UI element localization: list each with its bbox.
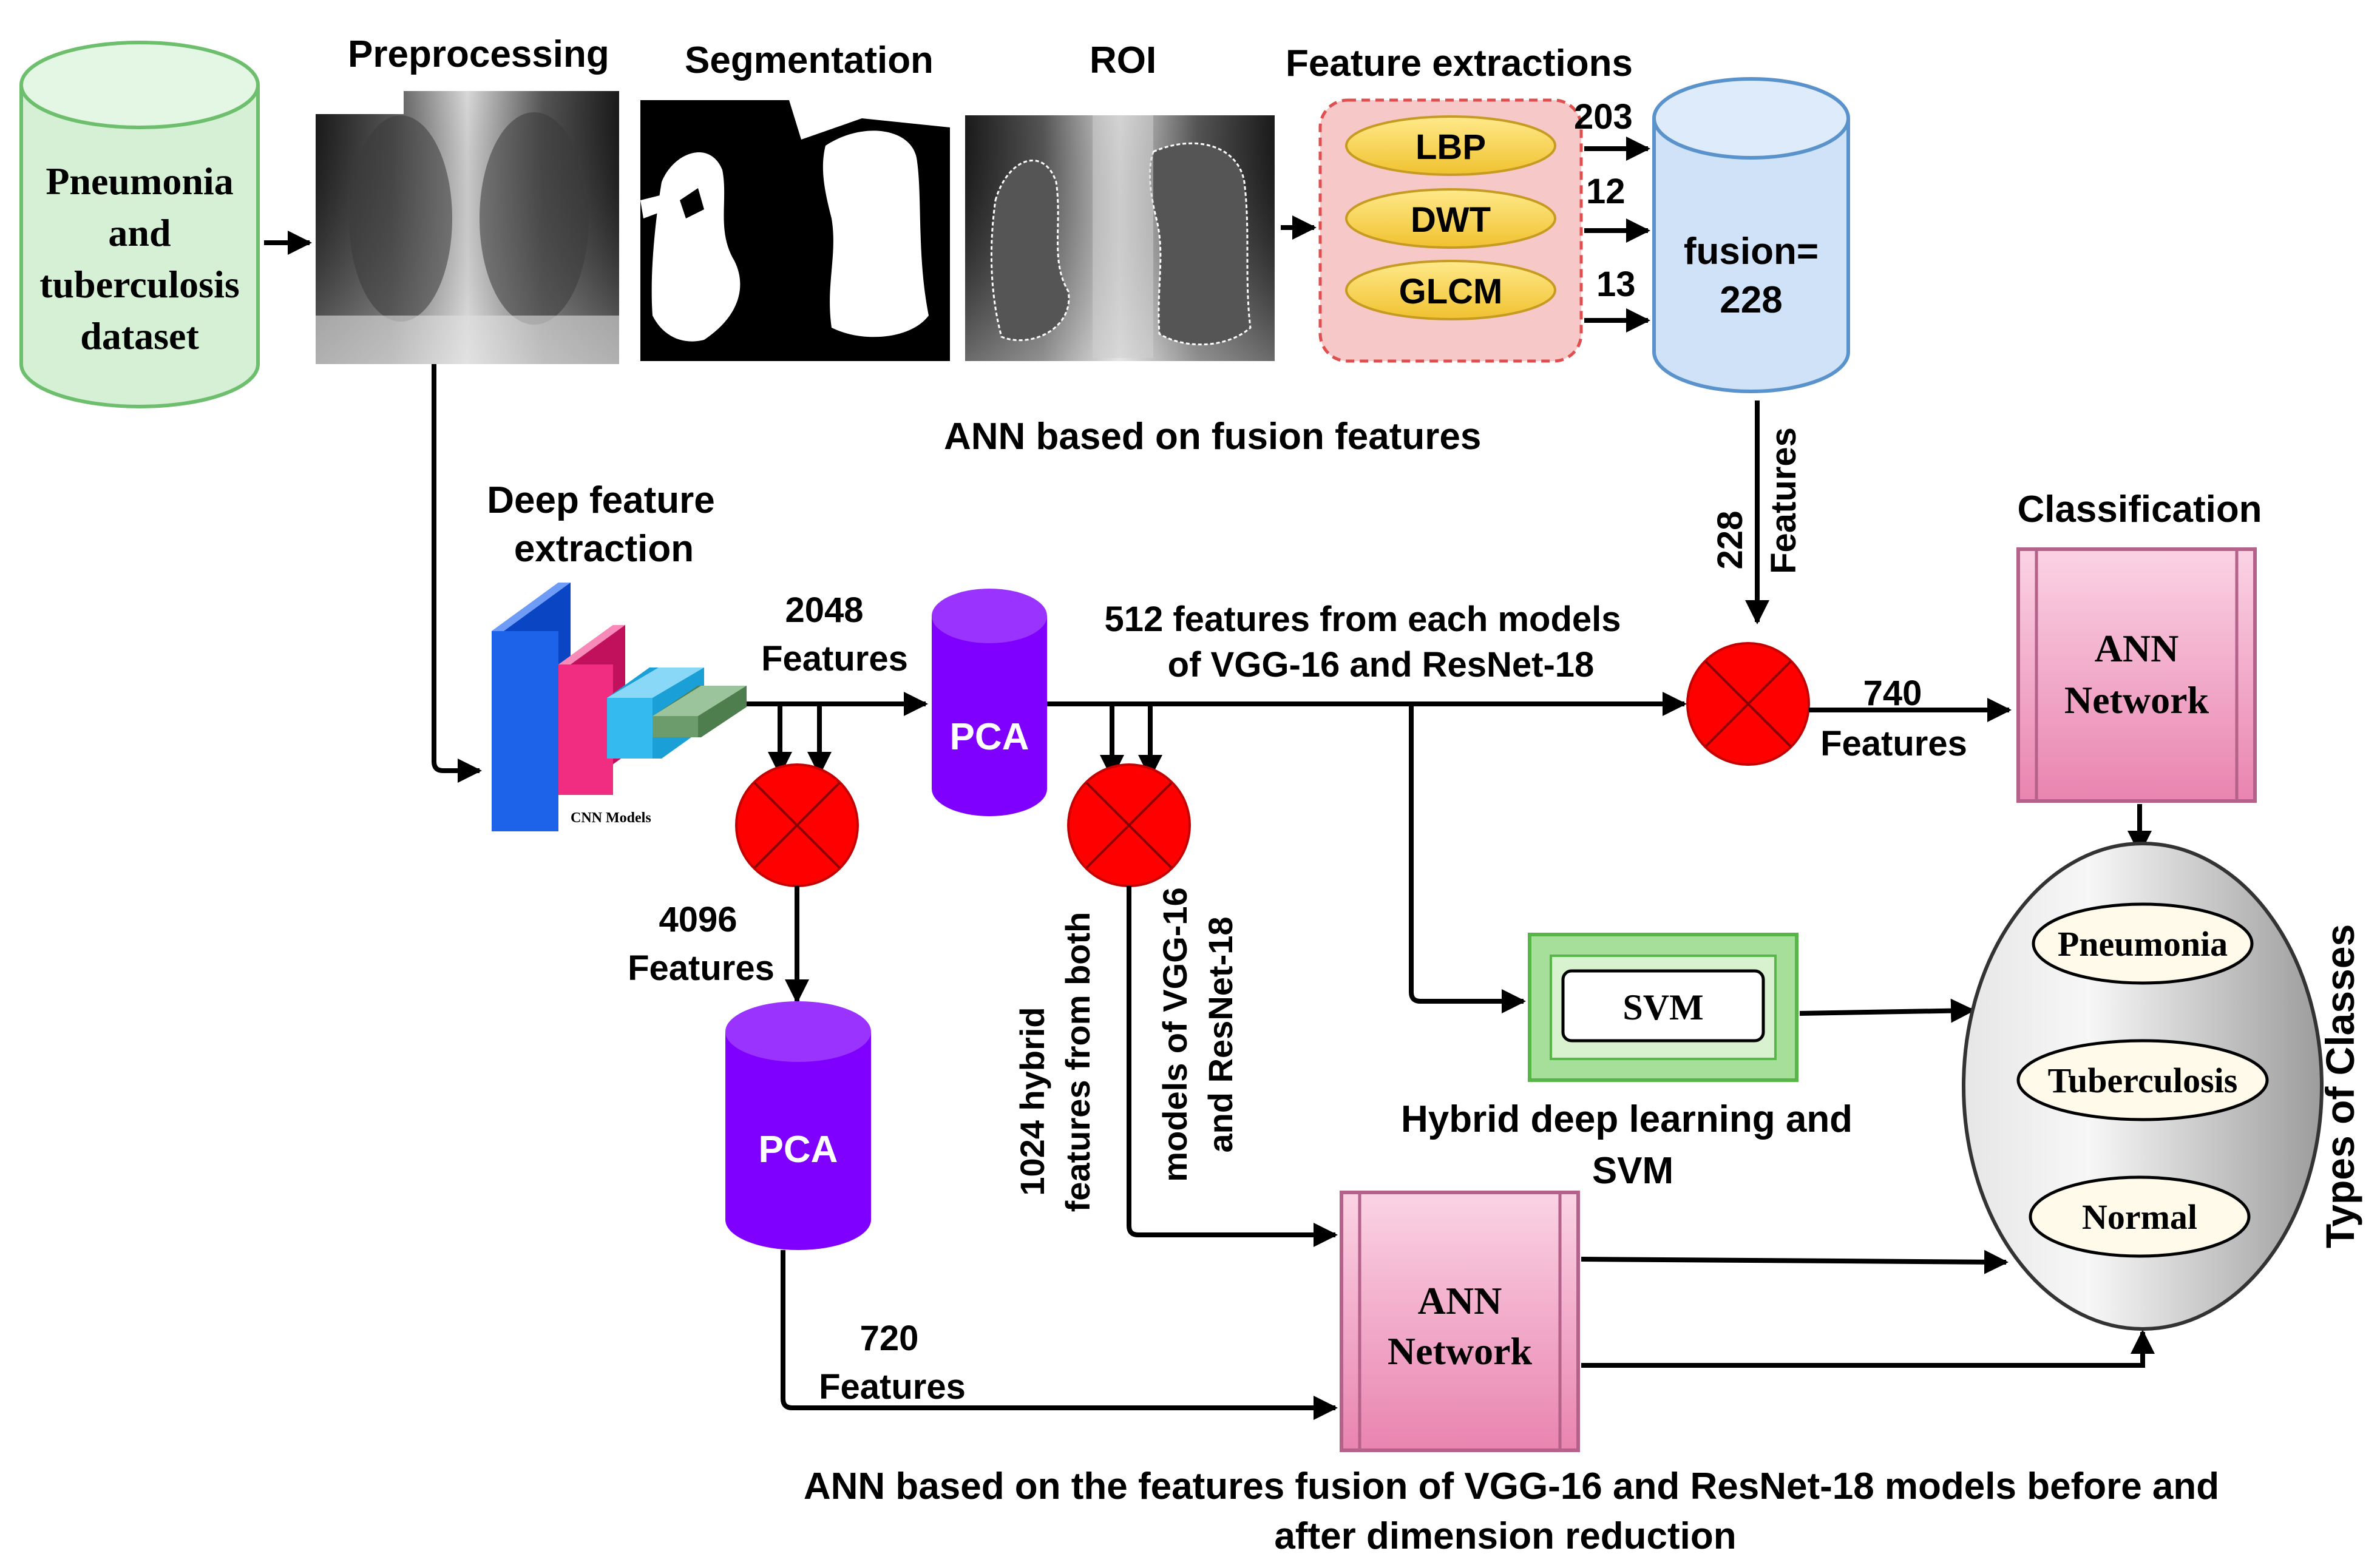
fusion-label-line2: 228 [1720, 279, 1782, 321]
fuse-node-740 [1686, 642, 1810, 766]
pca-cylinder-top: PCA [932, 589, 1047, 816]
cnn-models-caption: CNN Models [571, 810, 651, 826]
pca-top-label: PCA [950, 716, 1029, 758]
features-228-word: Features [1764, 427, 1803, 574]
svm-box: SVM [1528, 933, 1799, 1082]
dataset-label-line2: and [108, 211, 171, 254]
arrow-ann2-to-classes-b [1581, 1330, 2155, 1368]
xray-preprocessing-image [316, 91, 619, 364]
glcm-oval: GLCM [1345, 260, 1556, 320]
fusion-cylinder: fusion= 228 [1652, 77, 1850, 393]
deep-title-line2: extraction [514, 528, 694, 570]
dwt-oval: DWT [1345, 188, 1556, 249]
arrow-ann2-to-classes-a [1581, 1249, 2009, 1274]
features-228-number: 228 [1710, 511, 1750, 570]
dwt-count: 12 [1586, 172, 1626, 211]
arrow-to-svm [1409, 704, 1526, 1013]
types-of-classes-title: Types of Classes [2317, 924, 2362, 1248]
dataset-label-line4: dataset [80, 314, 199, 357]
class-pneumonia-label: Pneumonia [2058, 924, 2228, 964]
ann-bottom-label-line1: ANN [1418, 1279, 1502, 1322]
class-tuberculosis-label: Tuberculosis [2048, 1061, 2238, 1100]
roi-image [965, 115, 1275, 361]
ann-network-bottom: ANN Network [1340, 1191, 1580, 1452]
dataset-label-line3: tuberculosis [39, 263, 240, 306]
stage-title-segmentation: Segmentation [685, 39, 934, 81]
features-740-word: Features [1820, 724, 1967, 763]
bottom-caption-line2: after dimension reduction [1274, 1515, 1736, 1557]
handcrafted-features-panel: LBP DWT GLCM [1318, 98, 1583, 363]
lbp-label: LBP [1415, 127, 1486, 167]
fusion-label-line1: fusion= [1684, 231, 1819, 272]
glcm-count: 13 [1596, 265, 1636, 304]
stage-title-preprocessing: Preprocessing [348, 33, 609, 75]
features-4096-number: 4096 [659, 900, 737, 939]
dwt-label: DWT [1411, 200, 1491, 240]
class-pneumonia: Pneumonia [2032, 902, 2254, 985]
hybrid-label-line3: models of VGG-16 [1156, 887, 1194, 1181]
ann-top-label-line1: ANN [2095, 627, 2179, 670]
hybrid-label-line4: and ResNet-18 [1201, 916, 1239, 1152]
ann-top-label-line2: Network [2064, 678, 2209, 722]
features-4096-word: Features [628, 948, 775, 988]
class-normal-label: Normal [2082, 1197, 2197, 1237]
hybrid-label-line2: features from both [1059, 912, 1097, 1212]
svm-caption-line1: Hybrid deep learning and [1401, 1098, 1853, 1140]
features-2048-number: 2048 [785, 590, 863, 630]
arrow-pca-bottom-to-ann2 [781, 1250, 1338, 1420]
glcm-label: GLCM [1399, 272, 1503, 311]
arrow-svm-to-classes [1799, 998, 1975, 1023]
svm-caption-line2: SVM [1592, 1150, 1673, 1192]
svm-label: SVM [1622, 987, 1703, 1027]
features-720-number: 720 [860, 1319, 919, 1358]
lbp-oval: LBP [1345, 115, 1556, 176]
ann-network-top: ANN Network [2016, 547, 2257, 803]
pca-bottom-label: PCA [759, 1129, 838, 1171]
arrow-preprocessing-to-cnn [432, 364, 482, 783]
segmentation-image [640, 100, 950, 361]
lbp-count: 203 [1574, 97, 1633, 137]
fuse-node-1024 [1067, 763, 1191, 887]
features-720-word: Features [819, 1367, 966, 1407]
stage-title-roi: ROI [1090, 39, 1156, 81]
features-512-line1: 512 features from each models [1104, 600, 1621, 639]
bottom-caption-line1: ANN based on the features fusion of VGG-… [804, 1465, 2219, 1507]
ann-bottom-label-line2: Network [1388, 1330, 1533, 1373]
features-740-number: 740 [1863, 674, 1922, 713]
cnn-models-graphic: CNN Models [492, 583, 747, 831]
classification-title: Classification [2017, 488, 2262, 530]
features-512-line2: of VGG-16 and ResNet-18 [1168, 645, 1595, 684]
class-normal: Normal [2029, 1175, 2251, 1258]
pca-cylinder-bottom: PCA [725, 1001, 871, 1250]
classes-ellipse: Pneumonia Tuberculosis Normal [1962, 842, 2324, 1331]
dataset-cylinder: Pneumonia and tuberculosis dataset [19, 41, 260, 408]
arrow-fuse-to-ann2 [1127, 886, 1338, 1247]
dataset-label-line1: Pneumonia [46, 160, 233, 203]
class-tuberculosis: Tuberculosis [2016, 1039, 2269, 1121]
ann-fusion-caption: ANN based on fusion features [944, 416, 1481, 458]
hybrid-label-line1: 1024 hybrid [1013, 1007, 1051, 1195]
fuse-node-4096 [735, 763, 859, 887]
deep-title-line1: Deep feature [487, 479, 715, 521]
stage-title-feature-extractions: Feature extractions [1286, 42, 1633, 84]
features-2048-word: Features [761, 639, 908, 678]
